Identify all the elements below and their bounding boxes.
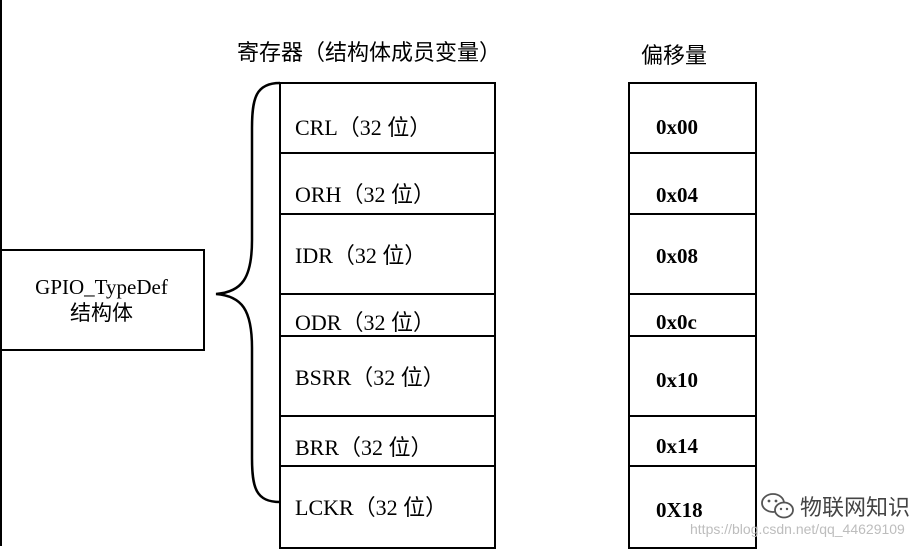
offset-value: 0x08 <box>656 244 698 268</box>
offset-value: 0x04 <box>656 183 698 207</box>
offset-value: 0x00 <box>656 115 698 139</box>
register-label: LCKR（32 位） <box>295 495 448 520</box>
offset-cell: 0x08 <box>628 213 757 295</box>
register-cell: ODR（32 位） <box>279 293 496 337</box>
offset-cell: 0X18 <box>628 465 757 549</box>
register-label: BSRR（32 位） <box>295 365 445 390</box>
register-cell: CRL（32 位） <box>279 82 496 154</box>
struct-name: GPIO_TypeDef <box>35 274 168 299</box>
offset-value: 0x0c <box>656 310 697 334</box>
register-cell: ORH（32 位） <box>279 152 496 215</box>
curly-brace <box>215 81 281 504</box>
register-cell: IDR（32 位） <box>279 213 496 295</box>
offset-cell: 0x00 <box>628 82 757 154</box>
register-label: ORH（32 位） <box>295 182 435 207</box>
register-cell: BRR（32 位） <box>279 415 496 467</box>
offset-value: 0X18 <box>656 498 703 522</box>
register-label: CRL（32 位） <box>295 115 432 140</box>
watermark-url: https://blog.csdn.net/qq_44629109 <box>690 521 905 537</box>
register-cell: BSRR（32 位） <box>279 335 496 417</box>
offset-cell: 0x14 <box>628 415 757 467</box>
wechat-icon <box>761 493 794 519</box>
offset-cell: 0x10 <box>628 335 757 417</box>
struct-type-label: 结构体 <box>70 301 133 325</box>
register-cell: LCKR（32 位） <box>279 465 496 549</box>
offset-value: 0x10 <box>656 368 698 392</box>
struct-box: GPIO_TypeDef 结构体 <box>0 249 205 351</box>
offset-column: 0x00 0x04 0x08 0x0c 0x10 0x14 0X18 <box>628 82 757 549</box>
offset-heading: 偏移量 <box>641 43 708 68</box>
offset-cell: 0x04 <box>628 152 757 215</box>
watermark-brand: 物联网知识 <box>800 496 911 521</box>
registers-heading: 寄存器（结构体成员变量） <box>237 40 502 65</box>
register-column: CRL（32 位） ORH（32 位） IDR（32 位） ODR（32 位） … <box>279 82 496 549</box>
register-label: IDR（32 位） <box>295 243 427 268</box>
offset-cell: 0x0c <box>628 293 757 337</box>
register-label: BRR（32 位） <box>295 435 433 460</box>
register-label: ODR（32 位） <box>295 310 435 335</box>
offset-value: 0x14 <box>656 434 698 458</box>
left-border-line <box>0 0 2 546</box>
